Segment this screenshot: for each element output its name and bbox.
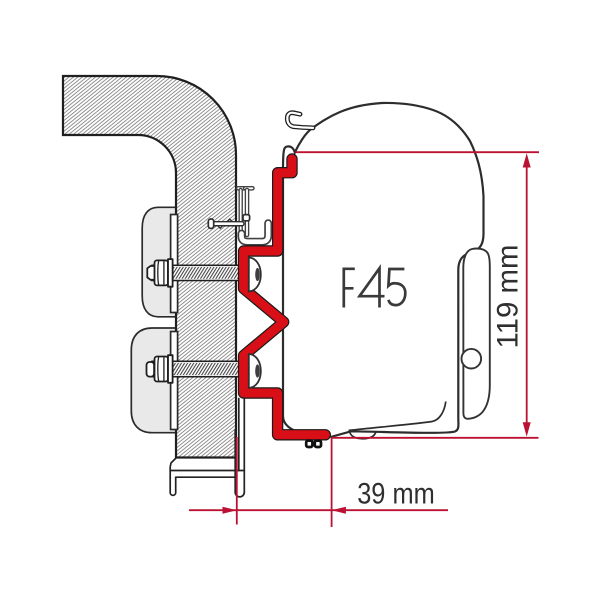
svg-text:119 mm: 119 mm <box>492 245 525 349</box>
svg-text:39 mm: 39 mm <box>357 477 435 510</box>
